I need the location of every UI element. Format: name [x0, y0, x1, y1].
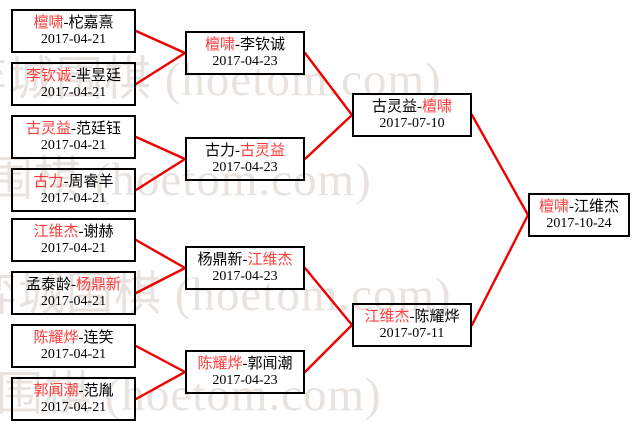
player-loser: 谢赫: [83, 223, 114, 240]
player-winner: 陈耀烨: [197, 355, 243, 372]
player-winner: 古力: [33, 173, 64, 190]
match-players: 檀啸-柁嘉熹: [33, 15, 113, 32]
player-winner: 古灵益: [240, 142, 286, 159]
match-date: 2017-10-24: [546, 215, 612, 231]
match-box-r2-1[interactable]: 檀啸-李钦诚 2017-04-23: [185, 31, 305, 75]
match-box-r1-4[interactable]: 古力-周睿羊 2017-04-21: [11, 168, 136, 212]
match-box-r1-8[interactable]: 郭闻潮-范胤 2017-04-21: [11, 377, 136, 421]
player-winner: 江维杰: [33, 223, 79, 240]
match-players: 古力-古灵益: [205, 143, 285, 160]
player-separator: -: [78, 223, 84, 240]
match-date: 2017-04-23: [212, 372, 278, 388]
match-box-r1-2[interactable]: 李钦诚-芈昱廷 2017-04-21: [11, 62, 136, 106]
player-winner: 檀啸: [33, 14, 64, 31]
player-separator: -: [242, 355, 248, 372]
match-box-r2-3[interactable]: 杨鼎新-江维杰 2017-04-23: [185, 246, 305, 290]
player-winner: 江维杰: [364, 308, 410, 325]
match-date: 2017-04-21: [40, 346, 107, 362]
player-loser: 孟泰龄: [25, 276, 71, 293]
match-box-r1-6[interactable]: 孟泰龄-杨鼎新 2017-04-21: [11, 271, 136, 315]
match-date: 2017-04-21: [40, 240, 107, 256]
player-loser: 芈昱廷: [76, 67, 122, 84]
match-date: 2017-07-10: [379, 115, 445, 131]
match-players: 江维杰-陈耀烨: [364, 309, 459, 326]
player-separator: -: [78, 329, 84, 346]
match-box-r1-3[interactable]: 古灵益-范廷钰 2017-04-21: [11, 115, 136, 159]
match-box-sf-2[interactable]: 江维杰-陈耀烨 2017-07-11: [352, 303, 472, 347]
player-winner: 古灵益: [25, 120, 71, 137]
match-date: 2017-04-21: [40, 31, 107, 47]
player-separator: -: [235, 36, 240, 53]
player-separator: -: [78, 382, 84, 399]
match-players: 江维杰-谢赫: [33, 224, 113, 241]
match-players: 李钦诚-芈昱廷: [26, 68, 121, 85]
match-box-r2-2[interactable]: 古力-古灵益 2017-04-23: [185, 137, 305, 181]
player-separator: -: [71, 120, 76, 137]
player-separator: -: [235, 142, 240, 159]
match-box-r1-7[interactable]: 陈耀烨-连笑 2017-04-21: [11, 324, 136, 368]
player-winner: 檀啸: [422, 98, 453, 115]
player-loser: 周睿羊: [68, 173, 114, 190]
player-winner: 杨鼎新: [76, 276, 122, 293]
match-players: 古灵益-范廷钰: [26, 121, 121, 138]
player-separator: -: [63, 173, 69, 190]
match-date: 2017-04-21: [40, 399, 107, 415]
match-box-sf-1[interactable]: 古灵益-檀啸 2017-07-10: [352, 93, 472, 137]
player-loser: 连笑: [83, 329, 114, 346]
player-loser: 范胤: [83, 382, 114, 399]
player-separator: -: [569, 198, 574, 215]
match-box-final[interactable]: 檀啸-江维杰 2017-10-24: [528, 193, 630, 237]
player-separator: -: [409, 308, 415, 325]
match-box-r2-4[interactable]: 陈耀烨-郭闻潮 2017-04-23: [185, 350, 305, 394]
match-date: 2017-04-21: [40, 84, 107, 100]
match-date: 2017-04-23: [212, 268, 278, 284]
match-date: 2017-04-21: [40, 190, 107, 206]
player-loser: 古力: [204, 142, 235, 159]
match-date: 2017-04-23: [212, 53, 278, 69]
player-winner: 檀啸: [538, 198, 569, 215]
match-players: 檀啸-李钦诚: [205, 37, 285, 54]
player-winner: 郭闻潮: [33, 382, 79, 399]
player-loser: 柁嘉熹: [68, 14, 114, 31]
player-loser: 李钦诚: [240, 36, 286, 53]
match-players: 古灵益-檀啸: [372, 99, 452, 116]
match-players: 古力-周睿羊: [33, 174, 113, 191]
match-players: 杨鼎新-江维杰: [197, 252, 292, 269]
player-separator: -: [63, 14, 69, 31]
match-players: 檀啸-江维杰: [539, 199, 619, 216]
match-date: 2017-07-11: [379, 325, 445, 341]
player-winner: 陈耀烨: [33, 329, 79, 346]
player-winner: 江维杰: [247, 251, 293, 268]
player-loser: 陈耀烨: [414, 308, 460, 325]
player-loser: 杨鼎新: [197, 251, 243, 268]
match-players: 孟泰龄-杨鼎新: [26, 277, 121, 294]
player-loser: 郭闻潮: [247, 355, 293, 372]
player-loser: 江维杰: [574, 198, 620, 215]
match-players: 郭闻潮-范胤: [33, 383, 113, 400]
player-loser: 范廷钰: [76, 120, 122, 137]
player-separator: -: [417, 98, 422, 115]
player-winner: 檀啸: [204, 36, 235, 53]
match-box-r1-1[interactable]: 檀啸-柁嘉熹 2017-04-21: [11, 9, 136, 53]
match-date: 2017-04-23: [212, 159, 278, 175]
player-separator: -: [71, 276, 76, 293]
player-separator: -: [71, 67, 76, 84]
match-box-r1-5[interactable]: 江维杰-谢赫 2017-04-21: [11, 218, 136, 262]
match-date: 2017-04-21: [40, 293, 107, 309]
match-players: 陈耀烨-郭闻潮: [197, 356, 292, 373]
player-separator: -: [242, 251, 248, 268]
player-winner: 李钦诚: [25, 67, 71, 84]
match-date: 2017-04-21: [40, 137, 107, 153]
player-loser: 古灵益: [371, 98, 417, 115]
match-players: 陈耀烨-连笑: [33, 330, 113, 347]
